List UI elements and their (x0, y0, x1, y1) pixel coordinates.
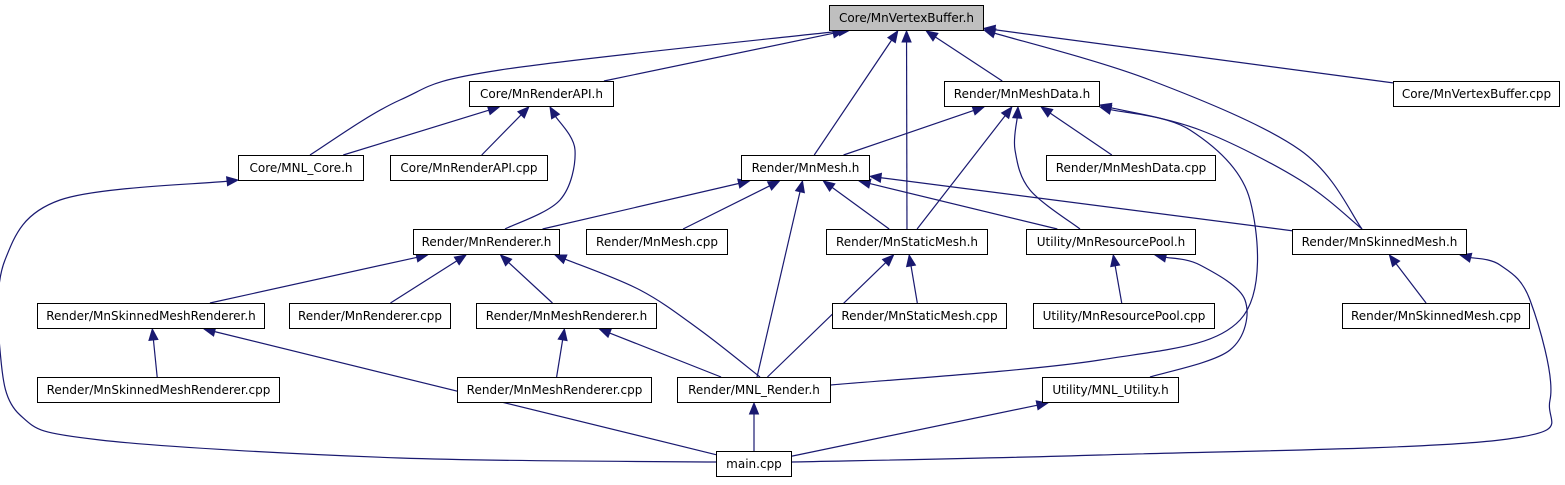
edge-mnl-render-h-to-mesh-h (756, 190, 801, 378)
edge-staticmesh-cpp-to-staticmesh-h (910, 264, 918, 304)
edge-respool-h-to-meshdata-h-arrowhead (1011, 105, 1023, 119)
edge-mnl-render-h-to-meshdata-h (830, 108, 1259, 386)
edge-core-h-to-renderapi-h (343, 109, 490, 156)
edge-mesh-h-to-vb-h (813, 38, 893, 156)
node-core-mnl-core-h[interactable]: Core/MNL_Core.h (238, 155, 364, 181)
edge-mnl-utility-h-to-respool-h (1149, 256, 1248, 378)
node-render-mnmeshdata-h[interactable]: Render/MnMeshData.h (944, 81, 1100, 107)
edge-mesh-cpp-to-mesh-h (682, 184, 771, 230)
edge-skinnedmesh-h-to-meshdata-h (1109, 106, 1363, 230)
edge-meshdata-h-to-vb-h-arrowhead (925, 30, 939, 42)
edge-skinnedmesh-h-to-vb-h (993, 32, 1363, 230)
node-render-mnmeshdata-cpp[interactable]: Render/MnMeshData.cpp (1046, 155, 1216, 181)
edge-meshrenderer-h-to-renderer-h (507, 261, 553, 304)
edge-main-cpp-to-mnl-render-h-arrowhead (748, 401, 760, 415)
node-render-mnstaticmesh-h[interactable]: Render/MnStaticMesh.h (826, 229, 988, 255)
node-core-mnvertexbuffer-h: Core/MnVertexBuffer.h (829, 5, 984, 31)
node-render-mnskinnedmeshrenderer-h[interactable]: Render/MnSkinnedMeshRenderer.h (37, 303, 265, 329)
edge-meshrenderer-h-to-renderer-h-arrowhead (499, 254, 513, 267)
edge-mnl-render-h-to-mesh-h-arrowhead (794, 179, 805, 194)
edge-renderer-cpp-to-renderer-h-arrowhead (453, 254, 468, 266)
edge-respool-cpp-to-respool-h (1114, 264, 1123, 304)
edge-staticmesh-h-to-meshdata-h-arrowhead (1000, 105, 1013, 120)
node-render-mnrenderer-h[interactable]: Render/MnRenderer.h (413, 229, 560, 255)
edge-skinnedmesh-h-to-mesh-h (879, 176, 1293, 232)
edge-renderer-h-to-renderapi-h (504, 115, 576, 230)
edge-renderapi-cpp-to-renderapi-h (481, 113, 523, 156)
edge-renderer-h-to-renderapi-h-arrowhead (549, 105, 561, 120)
node-utility-mnresourcepool-cpp[interactable]: Utility/MnResourcePool.cpp (1033, 303, 1215, 329)
node-render-mnskinnedmeshrenderer-cpp[interactable]: Render/MnSkinnedMeshRenderer.cpp (37, 377, 280, 403)
node-render-mnskinnedmesh-cpp[interactable]: Render/MnSkinnedMesh.cpp (1342, 303, 1530, 329)
node-render-mnmesh-cpp[interactable]: Render/MnMesh.cpp (586, 229, 728, 255)
edge-respool-h-to-meshdata-h (1013, 116, 1081, 230)
edge-skmr-h-to-renderer-h (209, 256, 418, 304)
edge-mnl-render-h-to-staticmesh-h-arrowhead (881, 254, 895, 267)
node-utility-mnresourcepool-h[interactable]: Utility/MnResourcePool.h (1026, 229, 1196, 255)
edge-renderer-h-to-mesh-h (542, 182, 740, 230)
edge-core-h-to-vb-h (309, 30, 841, 156)
edge-mesh-cpp-to-mesh-h-arrowhead (766, 180, 781, 191)
node-render-mnrenderer-cpp[interactable]: Render/MnRenderer.cpp (289, 303, 451, 329)
edge-staticmesh-h-to-mesh-h-arrowhead (822, 180, 836, 193)
node-render-mnl-render-h[interactable]: Render/MNL_Render.h (677, 377, 831, 403)
edge-staticmesh-h-to-mesh-h (831, 186, 890, 230)
node-core-mnrenderapi-h[interactable]: Core/MnRenderAPI.h (469, 81, 614, 107)
node-main-cpp[interactable]: main.cpp (716, 451, 792, 477)
edge-staticmesh-h-to-vb-h-arrowhead (901, 29, 912, 43)
edge-core-h-to-renderapi-h-arrowhead (486, 105, 501, 116)
edge-mesh-h-to-meshdata-h-arrowhead (971, 105, 986, 116)
edge-meshdata-cpp-to-meshdata-h (1049, 112, 1113, 156)
edge-skmr-cpp-to-skmr-h (152, 338, 158, 378)
node-core-mnrenderapi-cpp[interactable]: Core/MnRenderAPI.cpp (390, 155, 548, 181)
edge-meshdata-h-to-vb-h (934, 35, 1003, 82)
edge-skinnedmesh-cpp-to-skinnedmesh-h (1395, 262, 1427, 304)
edge-skmr-cpp-to-skmr-h-arrowhead (148, 327, 159, 341)
edge-renderapi-cpp-to-renderapi-h-arrowhead (516, 106, 530, 119)
edge-meshdata-cpp-to-meshdata-h-arrowhead (1040, 106, 1054, 118)
edge-meshrenderer-cpp-to-meshrenderer-h-arrowhead (557, 327, 568, 342)
node-render-mnstaticmesh-cpp[interactable]: Render/MnStaticMesh.cpp (832, 303, 1007, 329)
edge-mnl-render-h-to-renderer-h-arrowhead (553, 254, 568, 265)
edge-mesh-h-to-vb-h-arrowhead (886, 29, 899, 44)
edge-skinnedmesh-h-to-mesh-h-arrowhead (868, 172, 883, 183)
edge-renderapi-h-to-vb-h (603, 32, 835, 82)
edge-main-cpp-to-core-h (0, 180, 717, 463)
edge-skinnedmesh-cpp-to-skinnedmesh-h-arrowhead (1388, 253, 1401, 268)
edge-renderer-cpp-to-renderer-h (390, 259, 458, 304)
edge-vb-cpp-to-vb-h (993, 29, 1394, 84)
edge-main-cpp-to-mnl-utility-h (791, 404, 1039, 457)
edge-main-cpp-to-core-h-arrowhead (225, 176, 240, 187)
edge-mesh-h-to-meshdata-h (843, 109, 975, 156)
edge-staticmesh-h-to-meshdata-h (916, 114, 1007, 230)
node-render-mnmeshrenderer-h[interactable]: Render/MnMeshRenderer.h (476, 303, 657, 329)
node-render-mnmesh-h[interactable]: Render/MnMesh.h (741, 155, 870, 181)
edge-meshrenderer-cpp-to-meshrenderer-h (556, 338, 564, 378)
edge-skinnedmesh-h-to-meshdata-h-arrowhead (1098, 102, 1113, 113)
edge-mnl-render-h-to-staticmesh-h (767, 261, 887, 378)
edge-staticmesh-cpp-to-staticmesh-h-arrowhead (905, 253, 917, 268)
node-utility-mnl-utility-h[interactable]: Utility/MNL_Utility.h (1042, 377, 1179, 403)
edge-respool-cpp-to-respool-h-arrowhead (1110, 253, 1121, 268)
node-render-mnmeshrenderer-cpp[interactable]: Render/MnMeshRenderer.cpp (457, 377, 652, 403)
edge-mnl-render-h-to-meshrenderer-h (608, 332, 722, 378)
edge-mnl-render-h-to-renderer-h (564, 258, 761, 378)
edge-respool-h-to-mesh-h (868, 182, 1058, 230)
node-core-mnvertexbuffer-cpp[interactable]: Core/MnVertexBuffer.cpp (1393, 81, 1560, 107)
edge-main-cpp-to-skinnedmesh-h (791, 256, 1553, 463)
edge-mnl-render-h-to-meshrenderer-h-arrowhead (598, 328, 613, 339)
node-render-mnskinnedmesh-h[interactable]: Render/MnSkinnedMesh.h (1292, 229, 1467, 255)
edge-vb-cpp-to-vb-h-arrowhead (982, 24, 997, 36)
